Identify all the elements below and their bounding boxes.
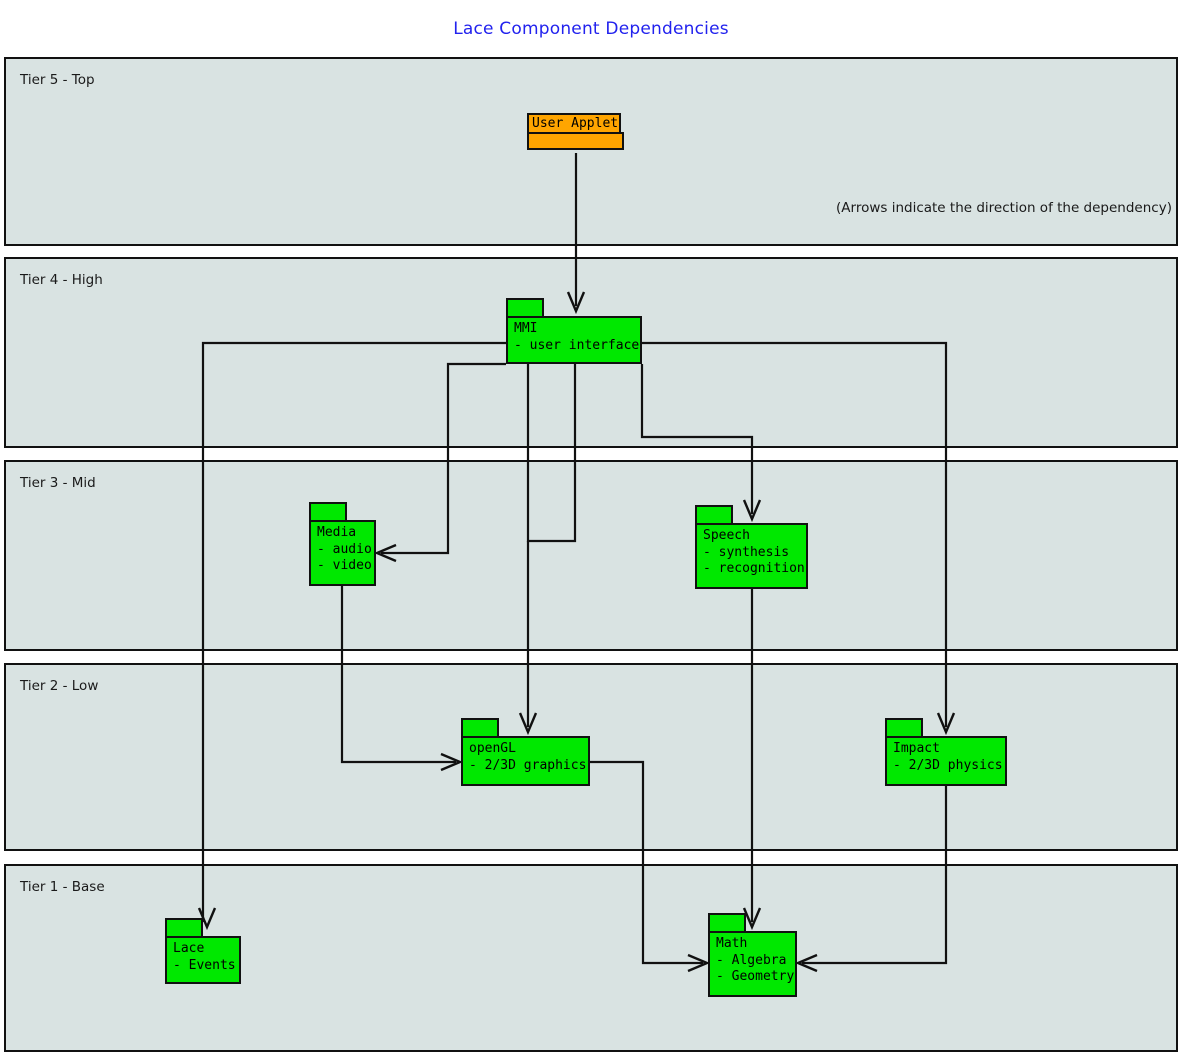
package-tab-icon — [695, 505, 733, 525]
node-impact-name: Impact — [893, 741, 940, 756]
tier-container-tier4: Tier 4 - High — [4, 257, 1178, 448]
node-lace-name: Lace — [173, 941, 205, 956]
node-math-detail-0: - Algebra — [716, 952, 787, 968]
node-media-body: Media - audio - video — [309, 520, 376, 586]
tier-label-tier2: Tier 2 - Low — [20, 678, 99, 694]
node-mmi[interactable]: MMI - user interface — [506, 298, 642, 364]
package-tab-icon — [885, 718, 923, 738]
node-speech-detail-1: - recognition — [703, 561, 805, 576]
node-impact[interactable]: Impact - 2/3D physics — [885, 718, 1007, 786]
node-media-detail-1: - video — [317, 558, 372, 573]
tier-container-tier3: Tier 3 - Mid — [4, 460, 1178, 651]
node-opengl[interactable]: openGL - 2/3D graphics — [461, 718, 590, 786]
tier-label-tier1: Tier 1 - Base — [20, 879, 105, 895]
tier-container-tier5: Tier 5 - Top — [4, 57, 1178, 246]
node-lace[interactable]: Lace - Events — [165, 918, 241, 984]
node-mmi-body: MMI - user interface — [506, 316, 642, 364]
package-tab-icon — [708, 913, 746, 933]
node-speech-body: Speech - synthesis - recognition — [695, 523, 808, 589]
package-tab-icon — [461, 718, 499, 738]
node-media-name: Media — [317, 525, 357, 540]
package-tab-icon — [165, 918, 203, 938]
node-lace-body: Lace - Events — [165, 936, 241, 984]
node-opengl-body: openGL - 2/3D graphics — [461, 736, 590, 786]
node-opengl-detail-0: - 2/3D graphics — [469, 757, 587, 773]
node-media[interactable]: Media - audio - video — [309, 502, 376, 586]
node-opengl-name: openGL — [469, 741, 516, 756]
node-math[interactable]: Math - Algebra - Geometry — [708, 913, 797, 997]
node-lace-detail-0: - Events — [173, 957, 236, 973]
node-mmi-name: MMI — [514, 321, 538, 336]
node-impact-detail-0: - 2/3D physics — [893, 757, 1003, 773]
node-speech[interactable]: Speech - synthesis - recognition — [695, 505, 808, 589]
package-tab-icon — [506, 298, 544, 318]
node-math-detail-1: - Geometry — [716, 969, 795, 984]
package-tab-icon — [309, 502, 347, 522]
node-media-detail-0: - audio — [317, 541, 372, 557]
node-mmi-detail-0: - user interface — [514, 337, 640, 353]
legend-note: (Arrows indicate the direction of the de… — [836, 200, 1172, 216]
node-speech-name: Speech — [703, 528, 750, 543]
node-math-body: Math - Algebra - Geometry — [708, 931, 797, 997]
tier-label-tier4: Tier 4 - High — [20, 272, 103, 288]
node-speech-detail-0: - synthesis — [703, 544, 790, 560]
node-user-applet-name: User Applet — [527, 113, 621, 134]
node-math-name: Math — [716, 936, 748, 951]
tier-label-tier3: Tier 3 - Mid — [20, 475, 96, 491]
page-title: Lace Component Dependencies — [453, 19, 729, 39]
tier-label-tier5: Tier 5 - Top — [20, 72, 95, 88]
node-user-applet-body — [527, 132, 624, 150]
node-impact-body: Impact - 2/3D physics — [885, 736, 1007, 786]
node-user-applet[interactable]: User Applet — [527, 113, 624, 153]
